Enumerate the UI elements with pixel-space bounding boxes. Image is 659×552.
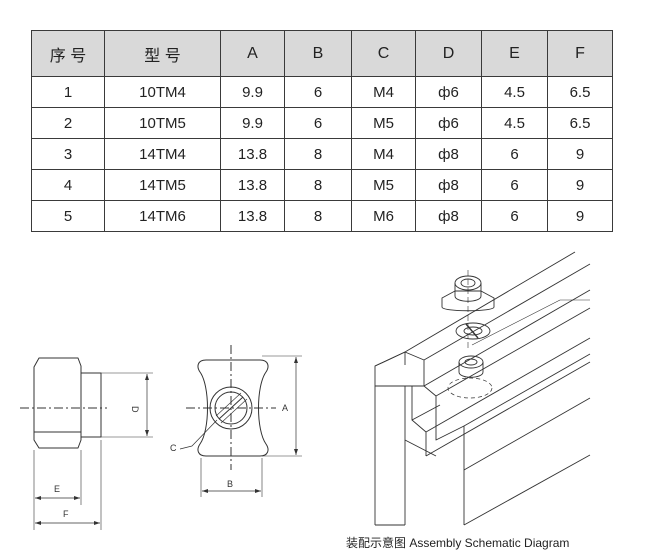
side-view: D E F <box>20 357 153 530</box>
table-cell: 10TM4 <box>104 76 221 108</box>
side-view-thread <box>80 372 102 438</box>
table-cell: M5 <box>351 169 416 201</box>
table-cell: M5 <box>351 107 416 139</box>
header-b: B <box>284 30 352 77</box>
label-c: C <box>170 443 177 453</box>
table-cell: ф8 <box>415 169 482 201</box>
table-cell: 9.9 <box>220 76 285 108</box>
header-model: 型 号 <box>104 30 221 77</box>
table-cell: 2 <box>31 107 105 139</box>
header-c: C <box>351 30 416 77</box>
header-f: F <box>547 30 613 77</box>
table-cell: 4.5 <box>481 107 548 139</box>
table-cell: 9 <box>547 138 613 170</box>
top-view-body <box>197 359 269 457</box>
table-cell: 6.5 <box>547 107 613 139</box>
assembly-diagram <box>374 251 591 526</box>
table-cell: 6 <box>481 169 548 201</box>
table-cell: 6 <box>284 76 352 108</box>
table-cell: 6 <box>284 107 352 139</box>
header-index: 序 号 <box>31 30 105 77</box>
table-cell: 8 <box>284 200 352 232</box>
table-cell: ф8 <box>415 138 482 170</box>
side-view-body <box>33 357 82 449</box>
table-cell: 4 <box>31 169 105 201</box>
label-b: B <box>227 479 233 489</box>
table-header-row: 序 号 型 号 A B C D E F <box>31 30 613 77</box>
table-cell: 14TM4 <box>104 138 221 170</box>
table-cell: 10TM5 <box>104 107 221 139</box>
table-cell: 13.8 <box>220 200 285 232</box>
header-e: E <box>481 30 548 77</box>
table-cell: 4.5 <box>481 76 548 108</box>
table-cell: M6 <box>351 200 416 232</box>
table-cell: ф6 <box>415 107 482 139</box>
table-cell: 1 <box>31 76 105 108</box>
table-cell: 9.9 <box>220 107 285 139</box>
table-cell: 9 <box>547 169 613 201</box>
table-cell: ф8 <box>415 200 482 232</box>
table-cell: 9 <box>547 200 613 232</box>
table-cell: 14TM5 <box>104 169 221 201</box>
header-d: D <box>415 30 482 77</box>
exploded-t-nut <box>441 270 495 350</box>
table-cell: 13.8 <box>220 138 285 170</box>
table-cell: 3 <box>31 138 105 170</box>
table-cell: ф6 <box>415 76 482 108</box>
table-cell: 6 <box>481 138 548 170</box>
table-cell: 6.5 <box>547 76 613 108</box>
technical-drawing: D E F A B C <box>20 251 591 530</box>
table-cell: M4 <box>351 76 416 108</box>
table-cell: 8 <box>284 169 352 201</box>
table-cell: 8 <box>284 138 352 170</box>
label-a: A <box>282 403 288 413</box>
table-cell: 5 <box>31 200 105 232</box>
exploded-washer <box>455 322 491 340</box>
installed-t-nut <box>447 355 493 399</box>
header-a: A <box>220 30 285 77</box>
label-d: D <box>130 406 140 413</box>
table-cell: 14TM6 <box>104 200 221 232</box>
profile-top-left-rail <box>374 351 425 387</box>
label-e: E <box>54 484 60 494</box>
assembly-caption: 装配示意图 Assembly Schematic Diagram <box>346 536 570 550</box>
table-cell: 13.8 <box>220 169 285 201</box>
label-f: F <box>63 509 69 519</box>
table-cell: 6 <box>481 200 548 232</box>
table-cell: M4 <box>351 138 416 170</box>
top-view: A B C <box>170 345 302 497</box>
